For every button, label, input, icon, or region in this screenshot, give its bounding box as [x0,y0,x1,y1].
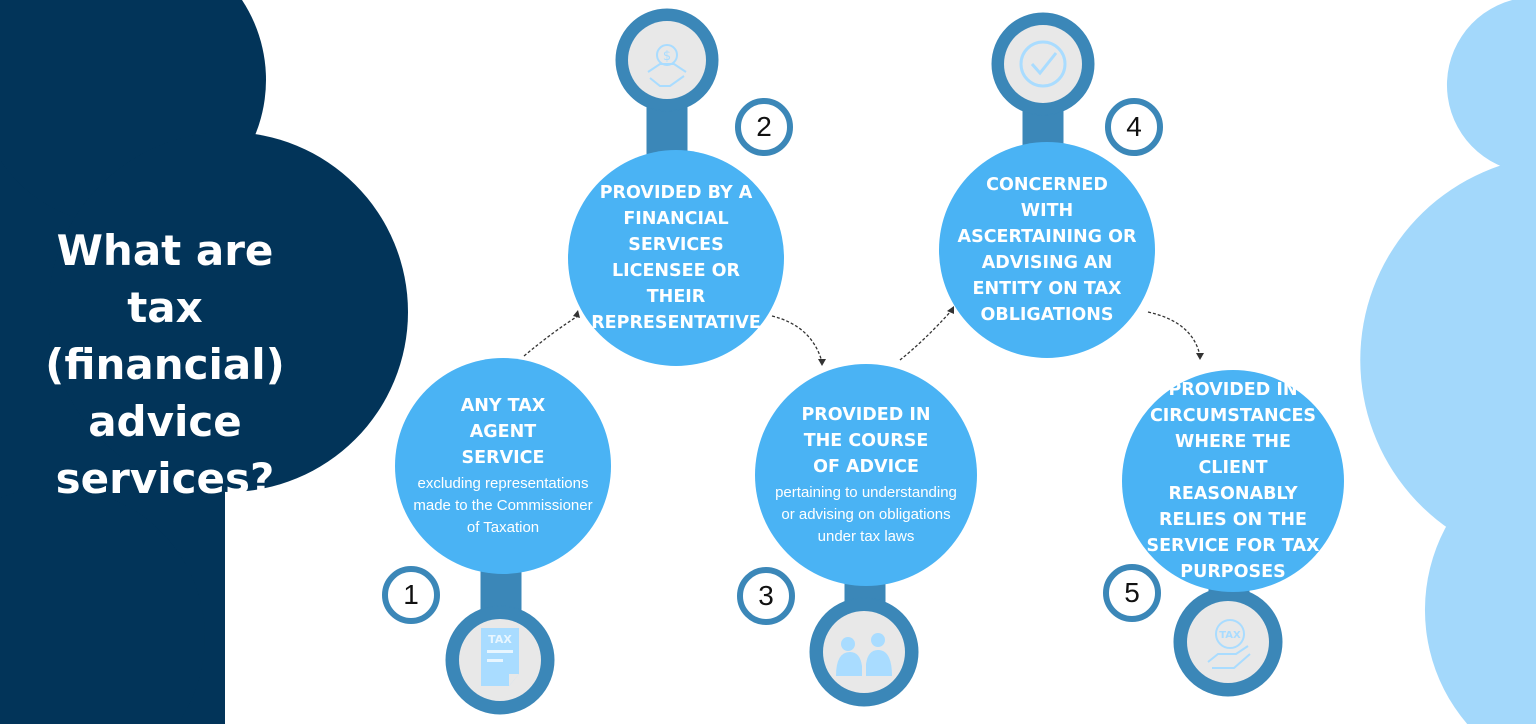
svg-text:TAX: TAX [488,633,512,646]
page-title: What are tax (financial) advice services… [45,226,285,503]
arrow-heads [573,306,1204,366]
svg-text:TAX: TAX [1219,630,1241,641]
svg-text:$: $ [663,49,671,64]
icon-backgrounds [459,21,1269,701]
flow-arrows [523,309,1201,363]
step-3-number: 3 [737,567,795,625]
step-1-number: 1 [382,566,440,624]
step-4-number: 4 [1105,98,1163,156]
step-1-bubble: ANY TAX AGENT SERVICE excluding represen… [395,358,611,574]
tax-hand-icon: TAX [1207,619,1251,669]
step-3-bubble: PROVIDED IN THE COURSE OF ADVICE pertain… [755,364,977,586]
consultation-icon [836,633,892,676]
step-4-bubble: CONCERNED WITH ASCERTAINING OR ADVISING … [939,142,1155,358]
checkmark-icon [1019,40,1067,88]
step-2-bubble: PROVIDED BY A FINANCIAL SERVICES LICENSE… [568,150,784,366]
tax-document-icon: TAX [481,628,519,686]
step-5-number: 5 [1103,564,1161,622]
right-cloud [1360,0,1536,724]
left-cloud [0,0,408,724]
handshake-dollar-icon: $ [647,44,687,87]
step-5-bubble: PROVIDED IN CIRCUMSTANCES WHERE THE CLIE… [1122,370,1344,592]
step-2-number: 2 [735,98,793,156]
